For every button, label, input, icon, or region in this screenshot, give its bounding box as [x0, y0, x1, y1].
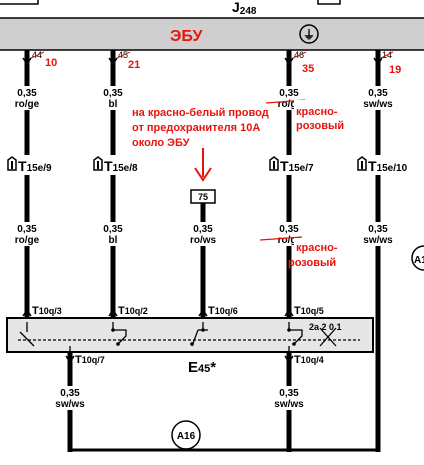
connector-t10-3: T10q/6 — [198, 305, 238, 317]
svg-text:T10q/6: T10q/6 — [208, 305, 238, 317]
svg-text:около ЭБУ: около ЭБУ — [132, 137, 190, 149]
ground-symbol-glyph: ⏚ — [303, 28, 315, 42]
svg-text:ro/gr: ro/gr — [278, 235, 301, 246]
svg-text:0,35: 0,35 — [279, 224, 299, 235]
svg-text:розовый: розовый — [288, 257, 336, 269]
svg-text:ro/ge: ro/ge — [15, 235, 40, 246]
svg-text:ro/ge: ro/ge — [15, 99, 40, 110]
connector-t10-2: T10q/2 — [108, 305, 148, 317]
svg-text:T10q/4: T10q/4 — [294, 354, 324, 366]
svg-text:T10q/3: T10q/3 — [32, 305, 62, 317]
svg-text:0,35: 0,35 — [279, 388, 299, 399]
ecu-bar — [0, 18, 424, 50]
component-code: J248 — [232, 0, 257, 17]
note-text: на красно-белый провод от предохранителя… — [132, 107, 269, 149]
module-e45: 2a 2 0 1 — [6, 317, 374, 353]
correction-mid: красно- розовый — [288, 238, 356, 270]
ground-symbol-icon — [299, 24, 319, 44]
ecu-pin-2: 45 21 — [116, 50, 140, 71]
svg-text:35: 35 — [302, 63, 314, 75]
svg-text:0,35: 0,35 — [103, 224, 123, 235]
svg-text:bl: bl — [109, 235, 118, 246]
svg-text:T10q/2: T10q/2 — [118, 305, 148, 317]
svg-text:T15e/7: T15e/7 — [280, 158, 314, 174]
svg-text:75: 75 — [198, 192, 208, 202]
switch-positions: 2a 2 0 1 — [309, 322, 342, 332]
svg-text:19: 19 — [389, 64, 401, 76]
svg-text:T10q/5: T10q/5 — [294, 305, 324, 317]
svg-text:0,35: 0,35 — [60, 388, 80, 399]
svg-text:красно-: красно- — [296, 106, 338, 118]
svg-text:0,35: 0,35 — [103, 88, 123, 99]
svg-text:0,35: 0,35 — [368, 224, 388, 235]
svg-text:sw/ws: sw/ws — [55, 399, 85, 410]
svg-text:sw/ws: sw/ws — [363, 99, 393, 110]
module-label: E45* — [188, 359, 216, 376]
ecu-pin-1: 44 10 — [30, 50, 57, 69]
svg-text:на красно-белый провод: на красно-белый провод — [132, 107, 269, 119]
svg-text:T15e/8: T15e/8 — [104, 158, 138, 174]
svg-text:0,35: 0,35 — [279, 88, 299, 99]
svg-text:T15e/9: T15e/9 — [18, 158, 52, 174]
correction-top: красно- розовый — [294, 100, 356, 132]
svg-text:bl: bl — [109, 99, 118, 110]
connector-t15-1: T15e/9 — [6, 155, 66, 175]
svg-text:21: 21 — [128, 59, 140, 71]
ground-ref-a16: A16 — [171, 420, 201, 450]
box-fragment-left — [0, 0, 39, 5]
pin-arrows — [22, 57, 383, 66]
svg-text:A16: A16 — [177, 431, 196, 442]
ecu-label: ЭБУ — [170, 28, 203, 45]
svg-text:0,35: 0,35 — [368, 88, 388, 99]
svg-text:розовый: розовый — [296, 120, 344, 132]
connector-bottom-1: T10q/7 — [65, 354, 105, 366]
svg-text:красно-: красно- — [296, 242, 338, 254]
ecu-pin-4: 14 19 — [380, 50, 401, 76]
svg-text:10: 10 — [45, 57, 57, 69]
svg-text:0,35: 0,35 — [17, 224, 37, 235]
svg-text:sw/ws: sw/ws — [274, 399, 304, 410]
svg-text:0,35: 0,35 — [17, 88, 37, 99]
connector-t10-4: T10q/5 — [284, 305, 324, 317]
box-fragment-right — [317, 0, 341, 5]
svg-text:от предохранителя 10А: от предохранителя 10А — [132, 122, 260, 134]
side-ref-a1: A1 — [411, 245, 424, 271]
connector-t15-2: T15e/8 — [92, 155, 152, 175]
note-arrow-icon — [194, 148, 212, 182]
svg-text:T15e/10: T15e/10 — [368, 158, 408, 174]
connector-t10-1: T10q/3 — [22, 305, 62, 317]
ecu-pin-3: 46 35 — [292, 50, 314, 75]
svg-text:ro/ws: ro/ws — [190, 235, 217, 246]
connector-t15-4: T15e/10 — [356, 155, 424, 175]
fuse-ref-box: 75 — [190, 189, 216, 204]
svg-text:sw/ws: sw/ws — [363, 235, 393, 246]
connector-bottom-2: T10q/4 — [284, 354, 324, 366]
svg-text:ro/gr: ro/gr — [278, 99, 301, 110]
svg-text:A1: A1 — [414, 255, 424, 266]
connector-t15-3: T15e/7 — [268, 155, 330, 175]
svg-text:0,35: 0,35 — [193, 224, 213, 235]
svg-text:T10q/7: T10q/7 — [75, 354, 105, 366]
